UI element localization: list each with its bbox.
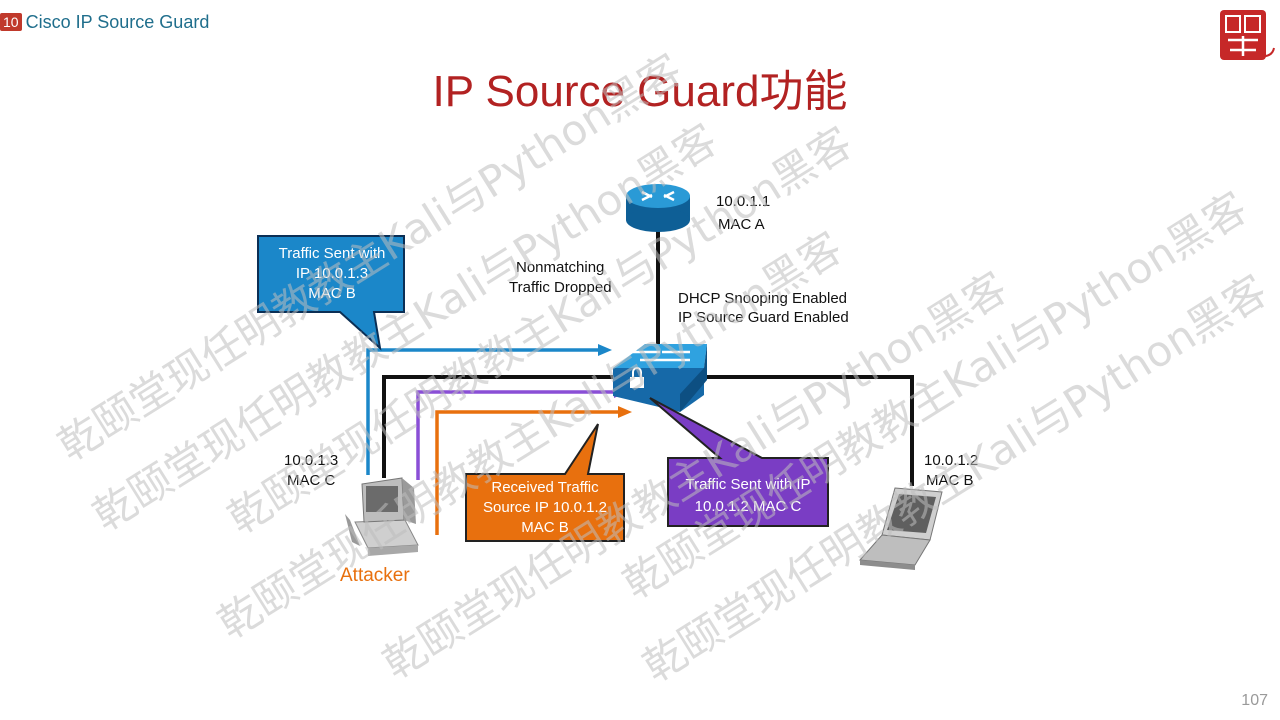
attacker-switch-link bbox=[382, 375, 614, 478]
orange-callout: Received Traffic Source IP 10.0.1.2 MAC … bbox=[465, 423, 625, 542]
laptop-ip-label: 10.0.1.2 bbox=[924, 452, 978, 469]
chapter-title: Cisco IP Source Guard bbox=[25, 12, 210, 32]
orange-flow-line bbox=[435, 410, 618, 535]
purple-callout-line-1: Traffic Sent with IP bbox=[685, 476, 810, 493]
attacker-computer-icon bbox=[345, 477, 419, 556]
dropped-label-line-2: Traffic Dropped bbox=[509, 279, 612, 296]
blue-callout-line-1: Traffic Sent with bbox=[279, 245, 386, 262]
dropped-label-line-1: Nonmatching bbox=[516, 259, 604, 276]
attacker-mac-label: MAC C bbox=[287, 472, 336, 489]
orange-callout-line-1: Received Traffic bbox=[491, 479, 599, 496]
switch-label-line-2: IP Source Guard Enabled bbox=[678, 309, 849, 326]
laptop-icon bbox=[858, 487, 943, 570]
chapter-number-badge: 10 bbox=[0, 13, 22, 31]
switch-label-line-1: DHCP Snooping Enabled bbox=[678, 290, 847, 307]
blue-flow-line bbox=[366, 348, 598, 475]
purple-callout: Traffic Sent with IP 10.0.1.2 MAC C bbox=[649, 397, 829, 527]
blue-callout-line-2: IP 10.0.1.3 bbox=[296, 265, 368, 282]
slide-title: IP Source Guard功能 bbox=[432, 67, 848, 116]
slide-header: 10 Cisco IP Source Guard bbox=[0, 12, 209, 32]
blue-callout: Traffic Sent with IP 10.0.1.3 MAC B bbox=[257, 235, 405, 351]
laptop-switch-link bbox=[705, 375, 914, 486]
orange-callout-line-3: MAC B bbox=[521, 519, 569, 536]
purple-flow-line bbox=[416, 390, 614, 480]
blue-flow-arrowhead bbox=[598, 344, 612, 356]
purple-callout-line-2: 10.0.1.2 MAC C bbox=[695, 498, 802, 515]
attacker-ip-label: 10.0.1.3 bbox=[284, 452, 338, 469]
router-ip-label: 10.0.1.1 bbox=[716, 193, 770, 210]
page-number: 107 bbox=[1241, 692, 1268, 709]
router-icon bbox=[626, 184, 690, 232]
blue-callout-line-3: MAC B bbox=[308, 285, 356, 302]
switch-icon bbox=[613, 344, 707, 412]
seal-logo bbox=[1220, 10, 1275, 60]
router-mac-label: MAC A bbox=[718, 216, 765, 233]
laptop-mac-label: MAC B bbox=[926, 472, 974, 489]
orange-flow-arrowhead bbox=[618, 406, 632, 418]
orange-callout-line-2: Source IP 10.0.1.2 bbox=[483, 499, 607, 516]
attacker-name-label: Attacker bbox=[340, 565, 410, 586]
